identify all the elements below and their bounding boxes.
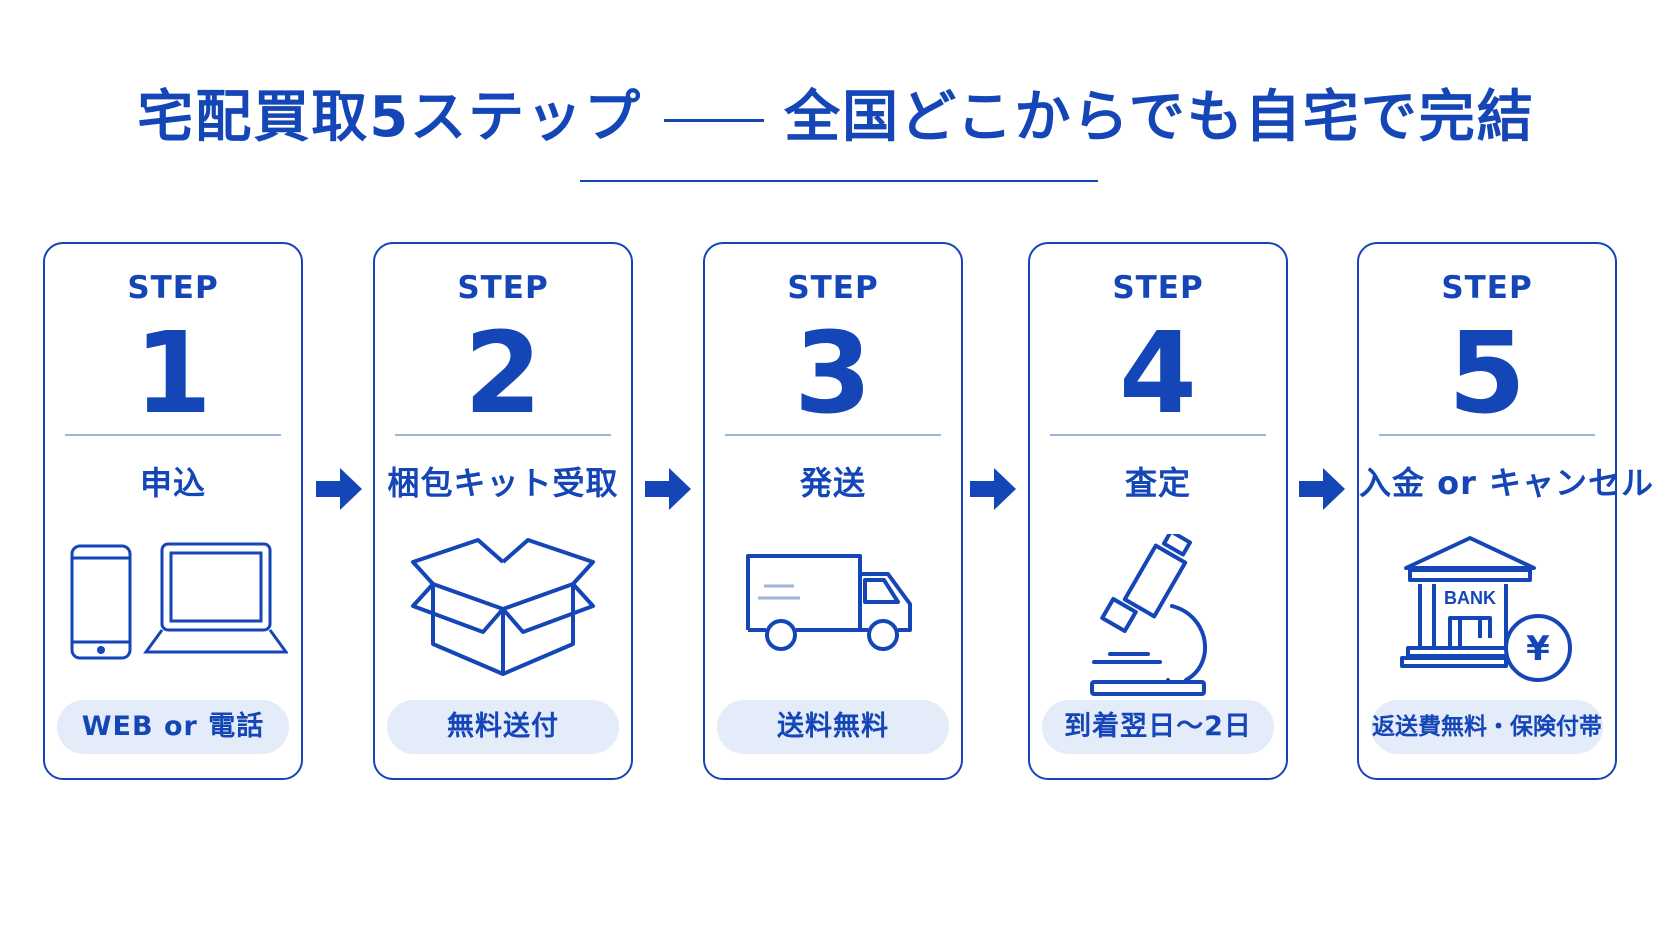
delivery-truck-icon <box>705 534 961 664</box>
step-card-2: STEP 2 梱包キット受取 無料送付 <box>373 242 633 780</box>
step-label: STEP <box>1441 270 1533 306</box>
card-divider <box>65 434 281 436</box>
step-name: 申込 <box>139 464 206 502</box>
step-number: 1 <box>134 309 212 439</box>
step-card-5: STEP 5 入金 or キャンセル BANK ¥ 返送費無料・保険付帯 <box>1357 242 1655 780</box>
step-tag: WEB or 電話 <box>57 700 289 754</box>
card-divider <box>395 434 611 436</box>
open-box-icon <box>375 534 631 676</box>
step-card-3: STEP 3 発送 送料無料 <box>703 242 963 780</box>
step-label: STEP <box>787 270 879 306</box>
title-underline <box>580 180 1098 182</box>
arrow-right-icon <box>968 464 1018 514</box>
step-number: 4 <box>1119 309 1197 439</box>
step-number: 3 <box>794 309 872 439</box>
card-divider <box>1379 434 1595 436</box>
bank-label: BANK <box>1444 588 1496 608</box>
title-main: 宅配買取5ステップ <box>137 85 643 150</box>
step-name: 発送 <box>799 464 866 502</box>
title-sub: 全国どこからでも自宅で完結 <box>784 85 1535 150</box>
step-card-4: STEP 4 査定 到着翌日〜2日 <box>1028 242 1288 780</box>
arrow-right-icon <box>1297 464 1347 514</box>
step-tag: 送料無料 <box>717 700 949 754</box>
bank-yen-icon: BANK ¥ <box>1359 534 1615 682</box>
arrow-right-icon <box>643 464 693 514</box>
title-dash <box>664 119 765 123</box>
card-divider <box>1050 434 1266 436</box>
step-label: STEP <box>457 270 549 306</box>
step-number: 5 <box>1448 309 1526 439</box>
page-title: 宅配買取5ステップ 全国どこからでも自宅で完結 <box>0 82 1672 154</box>
yen-symbol: ¥ <box>1526 629 1550 669</box>
microscope-icon <box>1030 534 1286 696</box>
step-label: STEP <box>1112 270 1204 306</box>
card-divider <box>725 434 941 436</box>
phone-and-laptop-icon <box>45 534 301 664</box>
arrow-right-icon <box>314 464 364 514</box>
step-label: STEP <box>127 270 219 306</box>
step-tag: 無料送付 <box>387 700 619 754</box>
step-name: 梱包キット受取 <box>387 464 619 502</box>
step-name: 入金 or キャンセル <box>1359 464 1655 502</box>
step-number: 2 <box>464 309 542 439</box>
step-tag: 返送費無料・保険付帯 <box>1371 700 1603 754</box>
step-tag: 到着翌日〜2日 <box>1042 700 1274 754</box>
step-card-1: STEP 1 申込 WEB or 電話 <box>43 242 303 780</box>
step-name: 査定 <box>1124 464 1191 502</box>
